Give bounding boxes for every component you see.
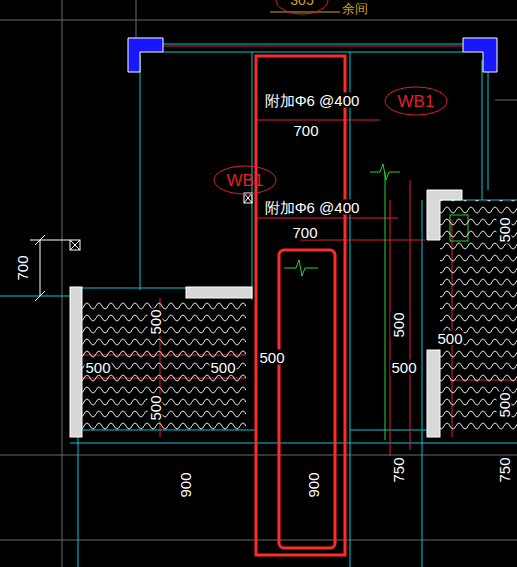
dimension: 500 [390,360,417,375]
dimension: 500 [148,394,163,421]
dimension: 700 [15,254,30,281]
dimension: 500 [436,331,463,346]
dimension: 500 [148,308,163,335]
rebar-note: 附加Φ6 @400 [264,93,361,108]
dimension: 900 [178,471,193,498]
dimension: 500 [258,350,285,365]
slab-label: WB1 [213,165,277,189]
dimension: 500 [497,216,512,243]
dimension: 750 [391,456,406,483]
dimension: 500 [84,360,111,375]
callout-ellipse: 305 [275,0,329,15]
dimension: 700 [291,225,318,240]
rebar-note: 附加Φ6 @400 [264,200,361,215]
dimension: 900 [306,471,321,498]
dimension: 500 [391,311,406,338]
callout-ellipse: WB1 [384,86,448,116]
dimension: 700 [292,123,319,138]
callout-ellipse: WB1 [213,165,277,195]
dimension: 750 [497,456,512,483]
slab-label: WB1 [384,86,448,110]
dimension: 500 [209,360,236,375]
room-name: 余间 [341,2,369,15]
dimension: 500 [497,391,512,418]
slab-label: 305 [275,0,329,7]
